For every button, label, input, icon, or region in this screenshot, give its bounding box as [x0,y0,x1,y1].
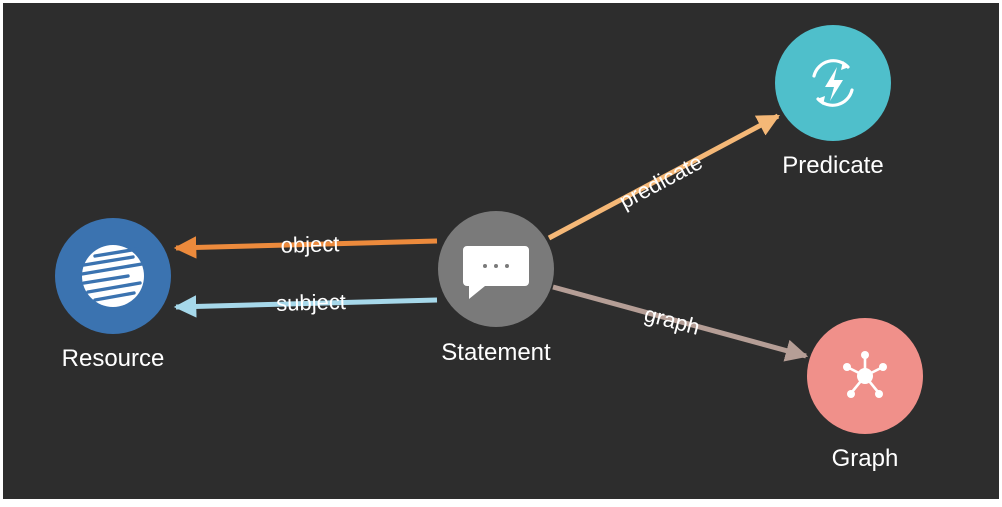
node-statement-label: Statement [441,339,551,366]
node-resource[interactable]: Resource [55,218,171,372]
node-graph-label: Graph [832,445,899,472]
node-predicate-label: Predicate [782,152,883,179]
edge-subject-line [173,295,438,318]
edge-subject-label: subject [276,289,346,316]
edge-graph-line [552,284,809,362]
node-graph[interactable]: Graph [807,318,923,472]
hub-icon [843,351,887,398]
edge-subject[interactable]: subject [173,289,438,318]
edge-object[interactable]: object [173,231,438,259]
node-predicate[interactable]: Predicate [775,25,891,179]
lightning-cycle-icon [812,59,854,107]
edge-predicate-line [547,113,780,241]
globe-icon [80,245,144,307]
node-resource-label: Resource [62,345,165,372]
edge-object-line [173,236,438,259]
node-statement[interactable]: Statement [438,211,554,366]
edge-object-label: object [280,231,339,258]
speech-bubble-icon [463,246,529,299]
